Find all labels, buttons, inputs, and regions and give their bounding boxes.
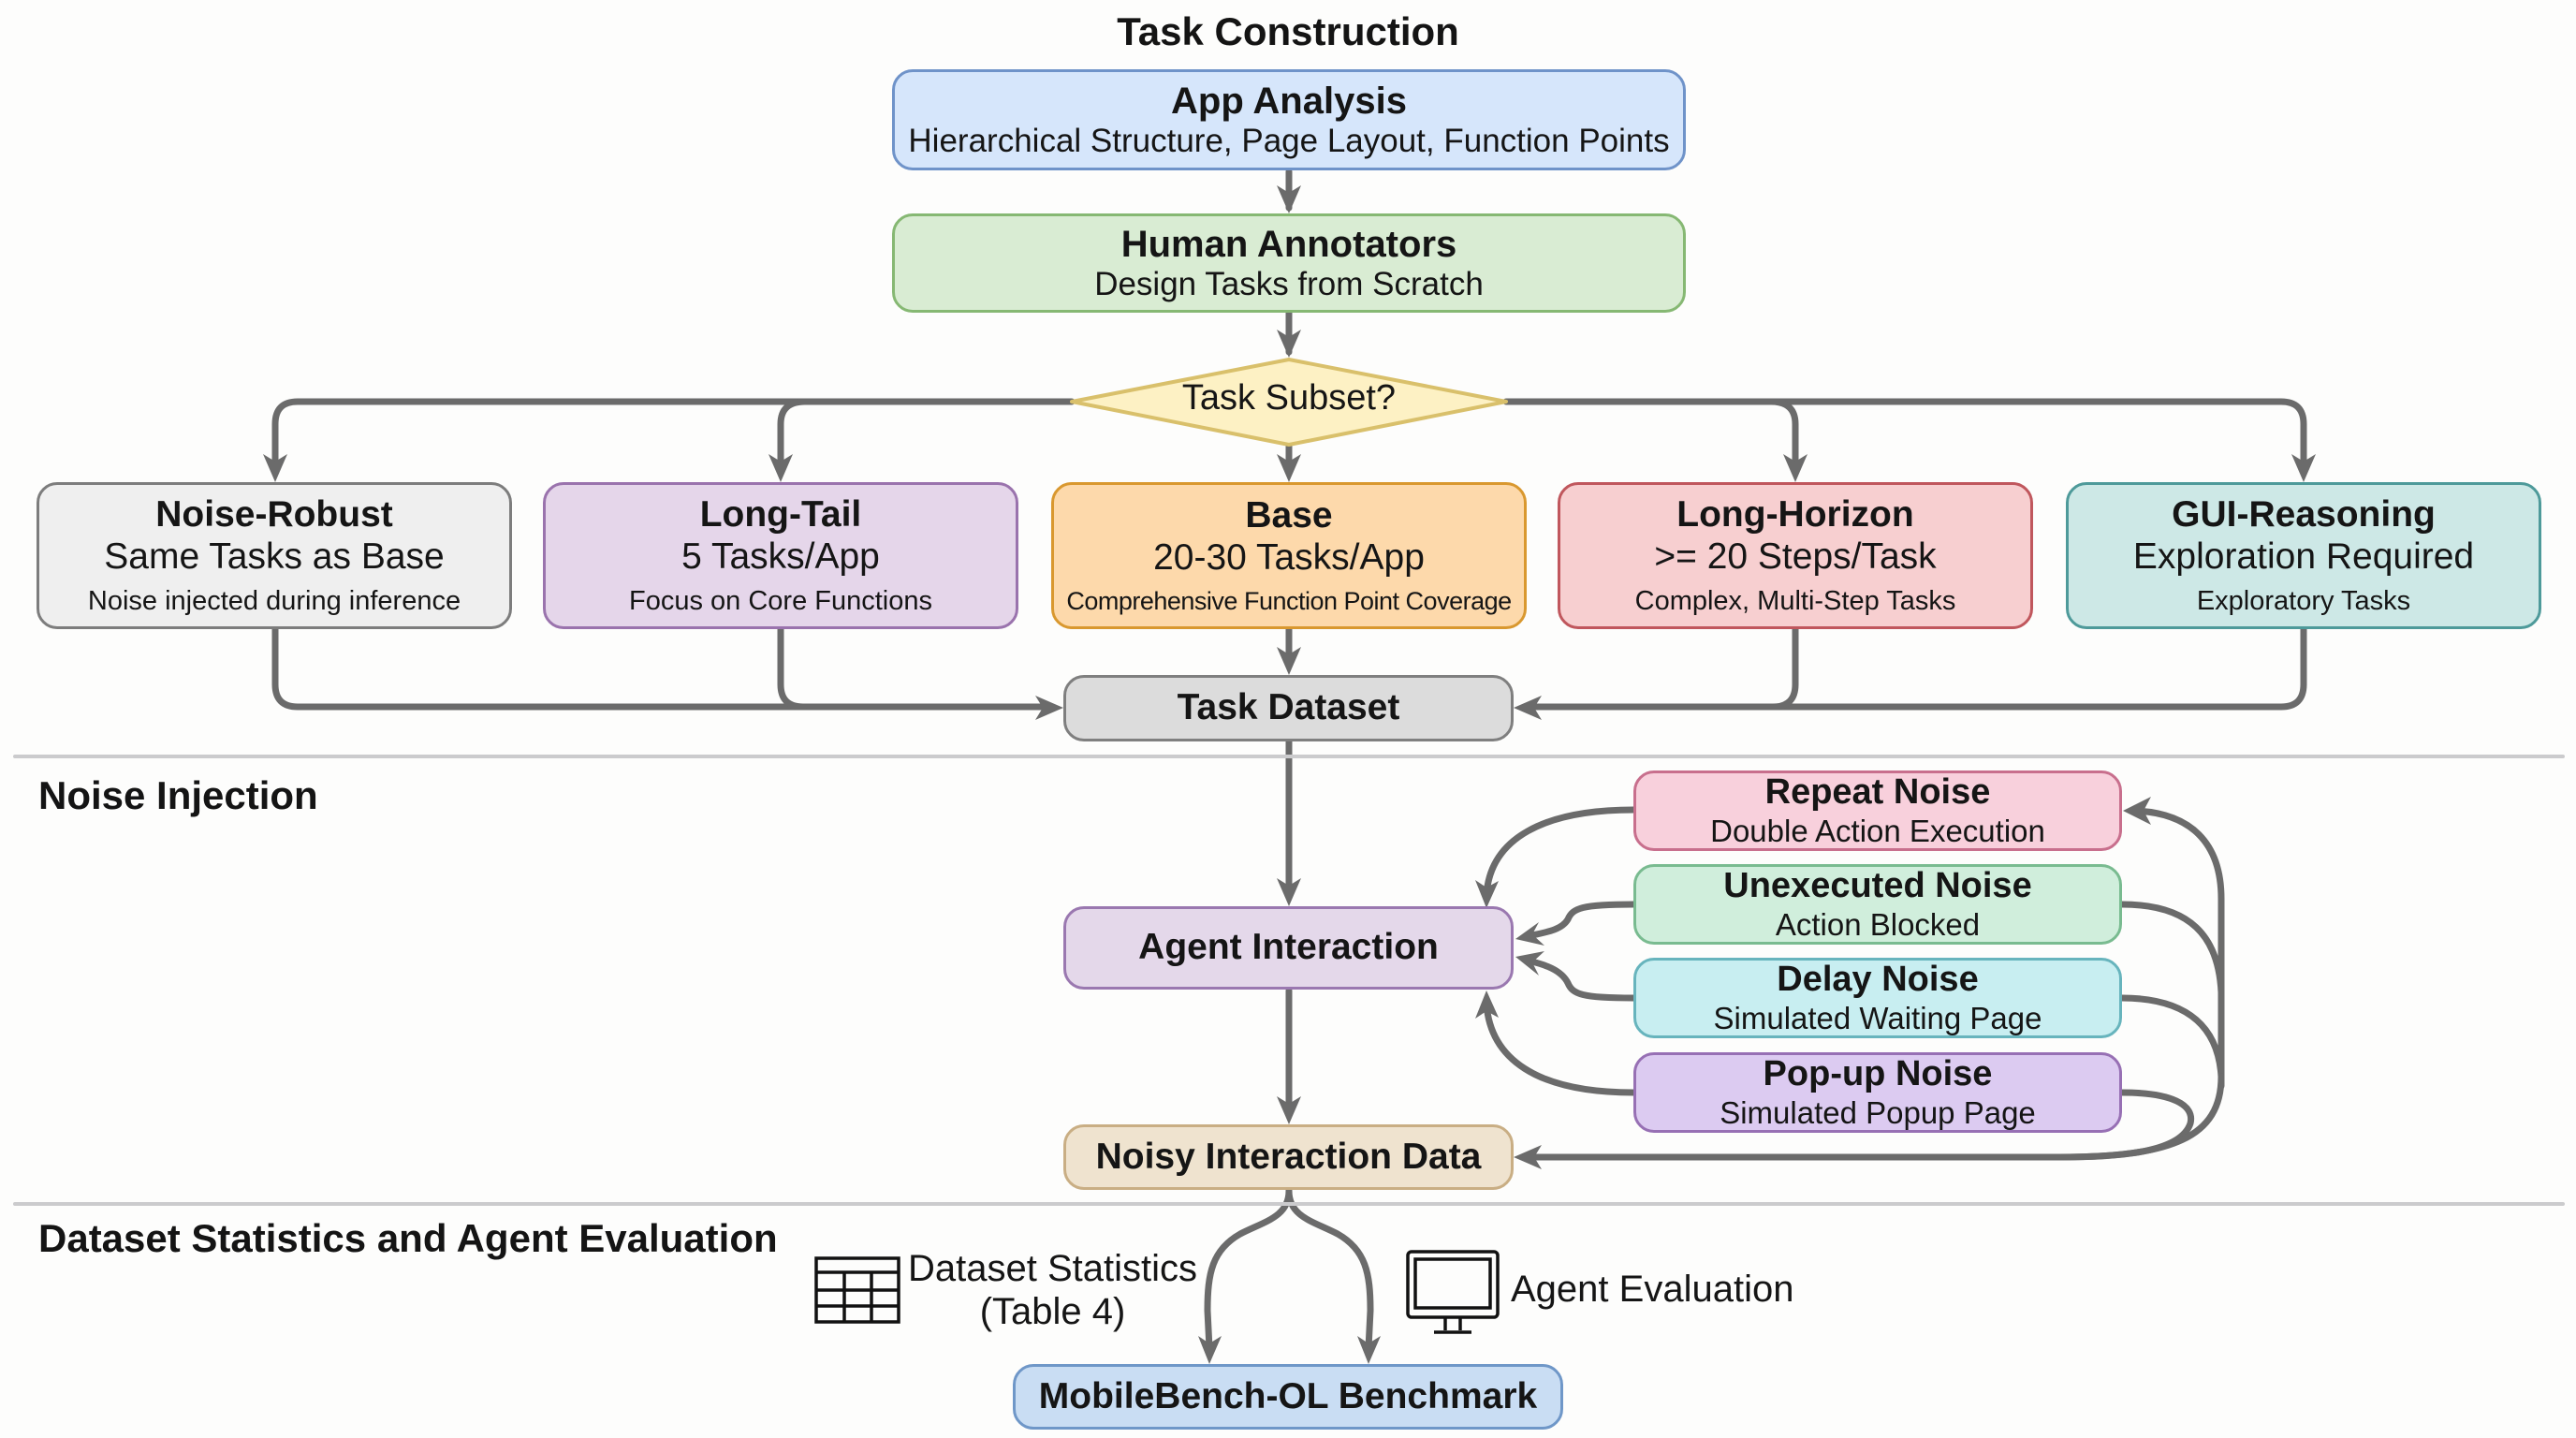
curve-unexecuted-to-agent	[1524, 901, 1637, 940]
noise-subtitle: Action Blocked	[1775, 906, 1981, 942]
loop-unexecuted-return	[2118, 901, 2225, 996]
arrowhead-agent-delay	[1515, 951, 1544, 976]
arrowhead-dataset-top	[1277, 647, 1301, 675]
subset-title: Noise-Robust	[155, 493, 393, 535]
loop-delay-return	[2118, 994, 2225, 1080]
fork-left	[1204, 1187, 1293, 1352]
subset-note: Noise injected during inference	[87, 585, 461, 616]
arrowhead-noisy-right	[1514, 1145, 1542, 1169]
arrowheads	[263, 185, 2316, 1364]
curve-popup-to-agent	[1483, 1000, 1637, 1096]
arrowhead-agent-unexecuted	[1515, 922, 1544, 946]
arrowhead-gui-reasoning	[2291, 454, 2316, 482]
subset-note: Focus on Core Functions	[629, 585, 932, 616]
dataset-statistics-line2: (Table 4)	[979, 1291, 1126, 1332]
subset-note: Exploratory Tasks	[2196, 585, 2411, 616]
branch-left	[271, 398, 1076, 472]
subset-note: Complex, Multi-Step Tasks	[1634, 585, 1956, 616]
merge-long-tail	[777, 625, 807, 711]
subset-subtitle: >= 20 Steps/Task	[1654, 536, 1937, 577]
subset-title: Long-Tail	[699, 493, 862, 535]
arrowhead-dataset-left	[1035, 696, 1063, 720]
decision-label: Task Subset?	[1181, 378, 1397, 418]
arrowhead-noisy-top	[1277, 1096, 1301, 1124]
noise-subtitle: Double Action Execution	[1710, 813, 2045, 848]
subset-gui-reasoning: GUI-Reasoning Exploration Required Explo…	[2066, 482, 2541, 629]
merge-left	[271, 625, 1050, 711]
arrowhead-annotators	[1277, 185, 1301, 213]
subset-subtitle: 20-30 Tasks/App	[1153, 536, 1425, 578]
subset-noise-robust: Noise-Robust Same Tasks as Base Noise in…	[37, 482, 512, 629]
noise-repeat: Repeat Noise Double Action Execution	[1633, 770, 2122, 851]
agent-evaluation-label: Agent Evaluation	[1511, 1269, 1794, 1310]
arrowhead-benchmark-left	[1198, 1336, 1222, 1364]
benchmark-node: MobileBench-OL Benchmark	[1013, 1364, 1563, 1430]
subset-long-tail: Long-Tail 5 Tasks/App Focus on Core Func…	[543, 482, 1018, 629]
branch-long-horizon	[1767, 398, 1799, 472]
arrowhead-benchmark-right	[1357, 1336, 1381, 1364]
noise-subtitle: Simulated Waiting Page	[1713, 1000, 2042, 1035]
task-dataset-node: Task Dataset	[1063, 675, 1514, 741]
section-title-task-construction: Task Construction	[1117, 9, 1459, 53]
merge-right	[1528, 625, 2307, 711]
subset-long-horizon: Long-Horizon >= 20 Steps/Task Complex, M…	[1558, 482, 2033, 629]
noise-title: Repeat Noise	[1764, 772, 1991, 813]
noise-subtitle: Simulated Popup Page	[1720, 1094, 2036, 1130]
arrowhead-base	[1277, 454, 1301, 482]
node-title: Task Dataset	[1177, 687, 1400, 728]
curve-repeat-to-agent	[1483, 806, 1637, 899]
arrowhead-agent-repeat	[1475, 880, 1499, 908]
app-analysis-node: App Analysis Hierarchical Structure, Pag…	[892, 69, 1686, 170]
merge-long-horizon	[1769, 625, 1799, 711]
section-divider-1	[13, 755, 2565, 758]
arrowhead-decision	[1277, 330, 1301, 358]
human-annotators-node: Human Annotators Design Tasks from Scrat…	[892, 213, 1686, 313]
noise-title: Unexecuted Noise	[1723, 866, 2032, 906]
subset-subtitle: Exploration Required	[2132, 536, 2475, 577]
noise-title: Pop-up Noise	[1763, 1054, 1993, 1094]
section-title-noise-injection: Noise Injection	[38, 773, 318, 817]
arrowhead-long-horizon	[1783, 454, 1808, 482]
section-divider-2	[13, 1202, 2565, 1206]
node-title: Human Annotators	[1120, 223, 1457, 265]
subset-subtitle: Same Tasks as Base	[104, 536, 445, 577]
noise-title: Delay Noise	[1777, 960, 1979, 1000]
node-title: Agent Interaction	[1138, 927, 1439, 968]
agent-interaction-node: Agent Interaction	[1063, 906, 1514, 990]
loop-to-repeat	[2130, 807, 2225, 1090]
node-subtitle: Design Tasks from Scratch	[1094, 265, 1484, 302]
arrowhead-dataset-right	[1514, 696, 1542, 720]
subset-base: Base 20-30 Tasks/App Comprehensive Funct…	[1051, 482, 1527, 629]
node-title: MobileBench-OL Benchmark	[1038, 1375, 1538, 1416]
task-subset-decision	[1070, 358, 1508, 447]
monitor-icon	[1406, 1250, 1500, 1334]
arrowhead-agent-top	[1277, 878, 1301, 906]
node-title: Noisy Interaction Data	[1095, 1136, 1482, 1177]
arrowhead-noise-robust	[263, 454, 287, 482]
subset-note: Comprehensive Function Point Coverage	[1066, 586, 1512, 615]
dataset-statistics-line1: Dataset Statistics	[908, 1248, 1198, 1289]
fork-right	[1285, 1187, 1374, 1352]
noisy-interaction-data-node: Noisy Interaction Data	[1063, 1124, 1514, 1190]
loop-to-noisy	[1524, 1073, 2225, 1161]
node-title: App Analysis	[1171, 80, 1407, 122]
subset-title: Base	[1245, 495, 1333, 536]
section-title-evaluation: Dataset Statistics and Agent Evaluation	[38, 1216, 778, 1260]
subset-subtitle: 5 Tasks/App	[681, 536, 880, 577]
node-subtitle: Hierarchical Structure, Page Layout, Fun…	[908, 122, 1670, 159]
table-icon	[814, 1256, 900, 1324]
subset-title: GUI-Reasoning	[2172, 493, 2436, 535]
noise-delay: Delay Noise Simulated Waiting Page	[1633, 958, 2122, 1038]
dataset-statistics-label: Dataset Statistics (Table 4)	[908, 1247, 1197, 1333]
subset-title: Long-Horizon	[1676, 493, 1914, 535]
arrowhead-repeat	[2123, 797, 2151, 825]
curve-delay-to-agent	[1524, 957, 1637, 1002]
branch-right	[1502, 398, 2307, 472]
arrowhead-long-tail	[768, 454, 793, 482]
arrowhead-agent-popup	[1475, 990, 1499, 1019]
noise-unexecuted: Unexecuted Noise Action Blocked	[1633, 864, 2122, 945]
noise-popup: Pop-up Noise Simulated Popup Page	[1633, 1052, 2122, 1133]
branch-long-tail	[777, 398, 809, 472]
